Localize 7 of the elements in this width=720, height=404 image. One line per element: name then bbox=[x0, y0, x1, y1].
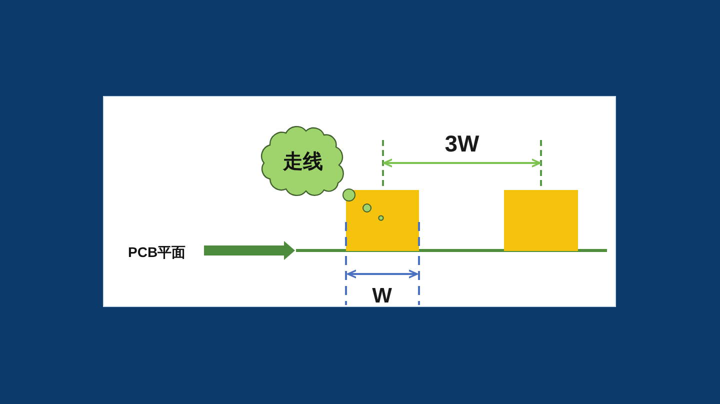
plane-label: PCB平面 bbox=[128, 243, 196, 261]
trace-block bbox=[504, 190, 578, 251]
trace-block bbox=[346, 190, 419, 251]
dimension-label: W bbox=[372, 286, 392, 306]
dimension-label: 3W bbox=[444, 132, 480, 156]
cloud-label: 走线 bbox=[283, 148, 323, 174]
block-arrow bbox=[204, 241, 295, 260]
